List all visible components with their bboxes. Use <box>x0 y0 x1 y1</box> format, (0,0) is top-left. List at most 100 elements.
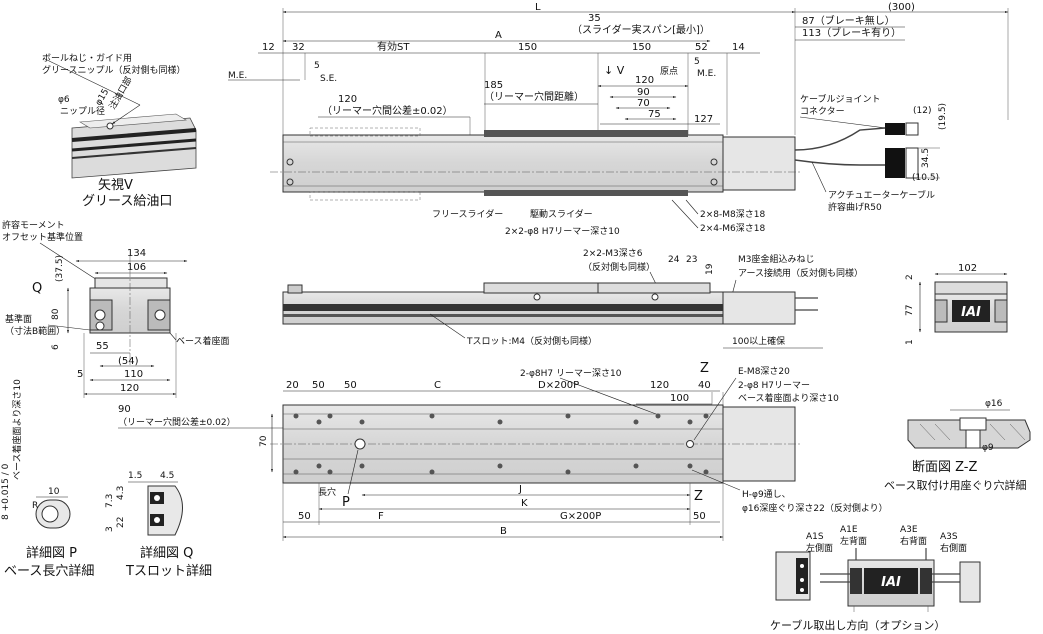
section-sub: ベース取付け用座ぐり穴詳細 <box>884 478 1026 492</box>
dim-32: 32 <box>292 42 305 53</box>
dim-K: K <box>521 498 528 509</box>
cable-option-logo: IAI <box>881 575 901 590</box>
dim-120: 120 <box>635 75 654 86</box>
dim-87: 87（ブレーキ無し） <box>802 14 895 27</box>
dim-52: 52 <box>695 42 708 53</box>
cable-option: A1S 左側面 A1E 左背面 A3E 右背面 A3S 右側面 IAI ケーブル… <box>770 525 981 632</box>
reamer-h7-bottom: 2-φ8H7 リーマー深さ10 <box>520 368 622 379</box>
cable-joint-2: コネクター <box>800 106 845 117</box>
dim-77: 77 <box>905 305 915 316</box>
dim-Gx200: G×200P <box>560 511 601 522</box>
a3s-code: A3S <box>940 532 958 542</box>
a3e-name: 右背面 <box>900 535 927 547</box>
mounting-holes <box>293 413 709 475</box>
dim-127: 127 <box>694 114 713 125</box>
a1e-name: 左背面 <box>840 535 867 547</box>
dim-50-c: 50 <box>298 511 311 522</box>
dim-F: F <box>378 511 384 522</box>
detail-q-22: 22 <box>116 517 126 528</box>
dim-12-right: (12) <box>913 106 931 116</box>
cable-option-title: ケーブル取出し方向（オプション） <box>770 618 945 632</box>
detail-q-sub: Tスロット詳細 <box>125 563 212 579</box>
actuator-cable: アクチュエーターケーブル <box>828 189 935 201</box>
dim-5-right: 5 <box>694 57 700 67</box>
dim-106: 106 <box>127 262 146 273</box>
h-phi9-2: φ16深座ぐり深さ22（反対側より） <box>742 502 888 514</box>
dim-1: 1 <box>905 339 915 345</box>
a1e-code: A1E <box>840 525 858 535</box>
grease-view-sub: グリース給油口 <box>82 194 172 209</box>
dim-55: 55 <box>96 341 109 352</box>
section-title: 断面図 Z-Z <box>912 460 978 475</box>
grease-nipple-label-2: グリースニップル（反対側も同様） <box>42 64 186 76</box>
datum-1: 基準面 <box>5 313 32 325</box>
dim-120-bottom: 120 <box>650 380 669 391</box>
dim-2: 2 <box>905 274 915 280</box>
side-left-view: 許容モーメント オフセット基準位置 134 106 (37.5) Q 80 6 … <box>2 219 230 398</box>
view-v-arrow: ↓ V <box>604 64 625 77</box>
dim-300: (300) <box>888 2 915 13</box>
dim-50-a: 50 <box>312 380 325 391</box>
bottom-view: 20 50 50 C 2-φ8H7 リーマー深さ10 D×200P 120 40… <box>118 361 888 541</box>
dim-54: (54) <box>118 356 139 367</box>
detail-q: 1.5 4.5 7.3 4.3 22 3 詳細図 Q Tスロット詳細 <box>105 471 212 579</box>
dim-50-d: 50 <box>693 511 706 522</box>
dim-C: C <box>434 380 441 391</box>
reamer-dist: （リーマー穴間距離） <box>484 90 584 103</box>
datum-2: （寸法B範囲） <box>5 325 65 337</box>
dim-102: 102 <box>958 263 977 274</box>
dim-37-5: (37.5) <box>55 255 65 282</box>
end-view-logo: IAI <box>961 305 981 320</box>
dim-134: 134 <box>127 248 146 259</box>
detail-p-tol: 8 +0.015 / 0 <box>1 463 11 520</box>
dim-20: 20 <box>286 380 299 391</box>
dim-A: A <box>495 30 502 41</box>
me-right: M.E. <box>697 69 716 79</box>
dim-120-left: 120 <box>338 94 357 105</box>
m3-opposite: （反対側も同様） <box>583 261 655 273</box>
grease-nipple-label-1: ボールねじ・ガイド用 <box>42 53 132 64</box>
section-Z-bot: Z <box>694 489 703 504</box>
dim-110: 110 <box>124 369 143 380</box>
reamer-note-2: ベース着座面より深さ10 <box>738 392 839 404</box>
a3e-code: A3E <box>900 525 918 535</box>
m3-screw-2: アース接続用（反対側も同様） <box>738 267 863 279</box>
bend-r: 許容曲げR50 <box>828 201 882 213</box>
section-zz: φ16 φ9 断面図 Z-Z ベース取付け用座ぐり穴詳細 <box>884 399 1031 492</box>
label-P: P <box>342 495 350 510</box>
dim-Dx200: D×200P <box>538 380 579 391</box>
origin-label: 原点 <box>660 66 678 77</box>
detail-q-title: 詳細図 Q <box>140 545 193 561</box>
cable-joint-1: ケーブルジョイント <box>800 93 880 105</box>
dim-70-bottom: 70 <box>259 435 269 447</box>
m3-screw-1: M3座金組込みねじ <box>738 253 815 265</box>
detail-q-4-3: 4.3 <box>116 486 126 500</box>
dim-40: 40 <box>698 380 711 391</box>
dim-19-5: (19.5) <box>938 103 948 130</box>
dim-23: 23 <box>686 255 697 265</box>
dim-150-a: 150 <box>518 42 537 53</box>
dim-eff-st: 有効ST <box>377 40 410 53</box>
reamer-h7-note: 2×2-φ8 H7リーマー深さ10 <box>505 226 620 237</box>
dim-14: 14 <box>732 42 745 53</box>
dim-185: 185 <box>484 80 503 91</box>
m6-note: 2×4-M6深さ18 <box>700 223 765 234</box>
h-phi9-1: H-φ9通し、 <box>742 489 791 500</box>
t-slot-note: Tスロット:M4（反対側も同様） <box>466 335 597 347</box>
se-label: S.E. <box>320 74 337 84</box>
drive-slider: 駆動スライダー <box>530 208 593 220</box>
dim-35: 35 <box>588 13 601 24</box>
dim-120-left: 120 <box>120 383 139 394</box>
dim-90-bottom: 90 <box>118 404 131 415</box>
m3-depth: 2×2-M3深さ6 <box>583 248 643 259</box>
dim-80: 80 <box>51 308 61 320</box>
grease-nipple-diam: ニップル径 <box>60 105 105 117</box>
section-phi9: φ9 <box>982 443 994 453</box>
dim-L: L <box>535 2 541 13</box>
detail-p-R: R <box>32 501 38 511</box>
grease-view-title: 矢視V <box>98 178 133 193</box>
m8-note: 2×8-M8深さ18 <box>700 209 765 220</box>
detail-p-depth: ベース着座面より深さ10 <box>11 379 23 480</box>
a1s-name: 左側面 <box>806 542 833 554</box>
